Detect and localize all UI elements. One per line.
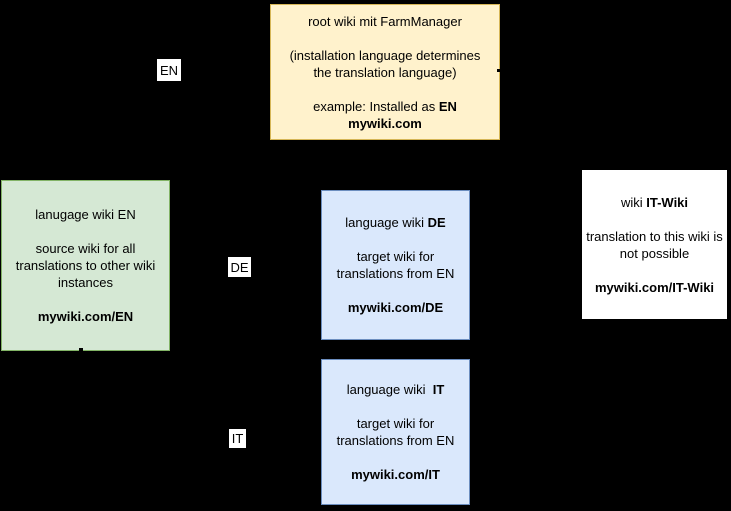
connector-stub-root-right xyxy=(497,69,501,72)
root-wiki-url: mywiki.com xyxy=(348,115,422,131)
itwiki-body-line2: not possible xyxy=(619,245,690,261)
root-wiki-example-lang: EN xyxy=(438,98,457,114)
de-wiki-body-line2: translations from EN xyxy=(336,266,455,281)
root-wiki-body-line2: the translation language) xyxy=(313,64,457,80)
edge-label-it: IT xyxy=(229,429,246,448)
itwiki-title: wiki IT-Wiki xyxy=(620,194,689,210)
edge-label-de: DE xyxy=(228,257,251,277)
de-wiki-node: language wiki DE target wiki for transla… xyxy=(321,190,470,340)
root-wiki-title: root wiki mit FarmManager xyxy=(308,13,462,29)
it-wiki-node: language wiki IT target wiki for transla… xyxy=(321,359,470,505)
itwiki-title-name: IT-Wiki xyxy=(646,194,689,210)
itwiki-node: wiki IT-Wiki translation to this wiki is… xyxy=(581,169,728,320)
itwiki-body-line1: translation to this wiki is xyxy=(586,228,723,244)
en-wiki-body-line1: source wiki for all xyxy=(35,241,136,256)
connector-arrowhead-icon xyxy=(311,432,320,442)
de-wiki-url: mywiki.com/DE xyxy=(347,300,444,315)
root-wiki-body-line1: (installation language determines xyxy=(289,47,481,63)
it-wiki-title: language wiki IT xyxy=(346,382,445,397)
it-wiki-body-line2: translations from EN xyxy=(336,433,455,448)
de-wiki-body-line1: target wiki for xyxy=(356,249,435,264)
root-wiki-node: root wiki mit FarmManager (installation … xyxy=(270,4,500,140)
en-wiki-title: lanugage wiki EN xyxy=(35,207,136,222)
edge-label-en: EN xyxy=(157,59,181,81)
de-wiki-title: language wiki DE xyxy=(345,215,446,230)
itwiki-url: mywiki.com/IT-Wiki xyxy=(594,279,715,295)
root-wiki-example-line: example: Installed as EN xyxy=(313,98,457,115)
en-wiki-body-line3: instances xyxy=(58,275,113,290)
it-wiki-body-line1: target wiki for xyxy=(356,416,435,431)
root-wiki-example-prefix: example: Installed as xyxy=(313,98,439,114)
en-wiki-body-line2: translations to other wiki xyxy=(15,258,156,273)
de-wiki-title-lang: DE xyxy=(427,215,446,230)
connector-stub-en-bottom xyxy=(79,348,83,351)
en-wiki-node: lanugage wiki EN source wiki for all tra… xyxy=(1,180,170,351)
en-wiki-url: mywiki.com/EN xyxy=(37,309,134,324)
it-wiki-url: mywiki.com/IT xyxy=(351,467,440,482)
it-wiki-title-lang: IT xyxy=(432,382,445,397)
